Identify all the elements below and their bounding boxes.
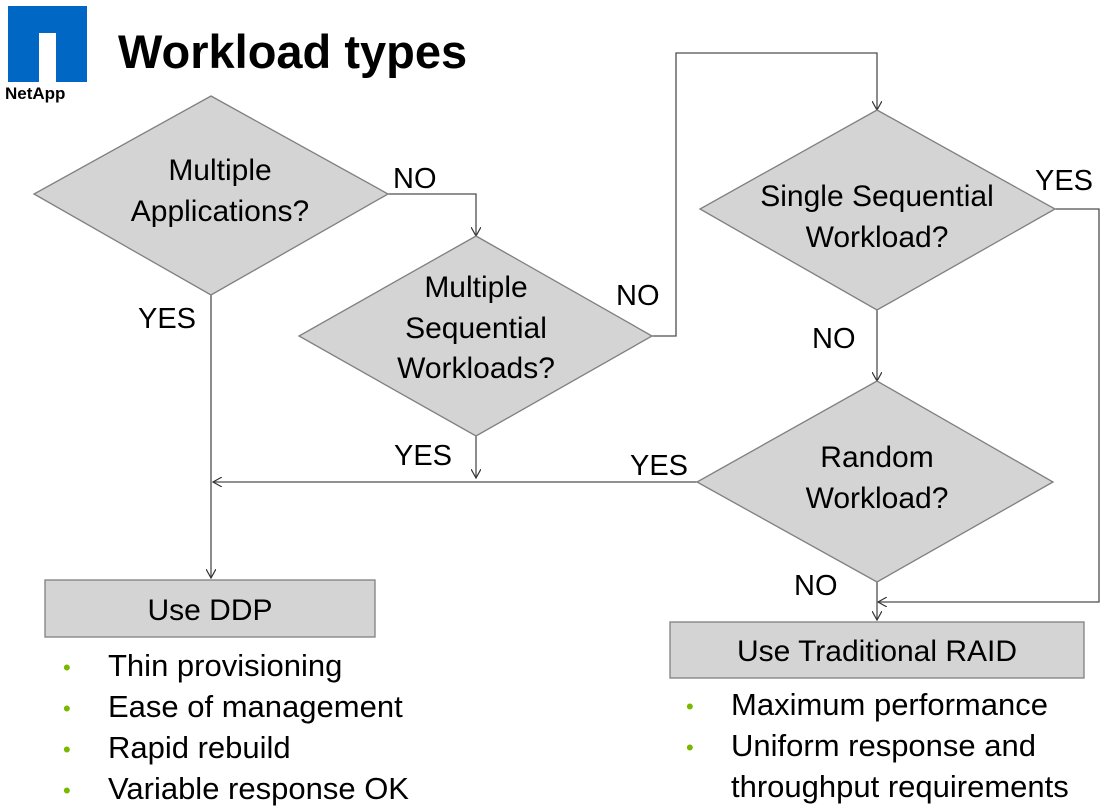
decision-multiple-sequential-line2: Sequential: [405, 312, 547, 345]
outcome-ddp-box: [44, 579, 376, 638]
list-item-continuation: throughput requirements: [731, 766, 1069, 807]
ddp-bullet-list: • Thin provisioning • Ease of management •…: [63, 645, 409, 809]
logo-text: NetApp: [5, 84, 66, 103]
list-item-text: throughput requirements: [731, 769, 1069, 804]
decision-single-sequential: [698, 109, 1057, 311]
decision-multiple-applications: [32, 95, 390, 296]
raid-bullet-list: • Maximum performance • Uniform response a…: [686, 684, 1069, 807]
outcome-raid-label: Use Traditional RAID: [737, 635, 1017, 668]
edge-label-apps-yes: YES: [138, 303, 196, 335]
decision-single-sequential-line2: Workload?: [806, 221, 949, 254]
decision-multiple-sequential-line1: Multiple: [424, 271, 527, 304]
bullet-dot-icon: •: [63, 737, 71, 762]
decision-multiple-applications-line2: Applications?: [131, 195, 309, 228]
list-item-text: Variable response OK: [108, 771, 409, 806]
bullet-dot-icon: •: [686, 694, 694, 719]
edge-apps-no: [388, 193, 476, 236]
decision-multiple-sequential-line3: Workloads?: [397, 352, 555, 385]
list-item: • Thin provisioning: [63, 645, 409, 686]
edge-label-random-no: NO: [794, 570, 838, 602]
decision-multiple-sequential: [297, 235, 654, 437]
edge-label-single-yes: YES: [1035, 165, 1093, 197]
list-item-text: Uniform response and: [731, 728, 1036, 763]
bullet-dot-icon: •: [686, 735, 694, 760]
bullet-dot-icon: •: [63, 655, 71, 680]
edge-multiseq-no: [652, 52, 877, 337]
bullet-dot-icon: •: [63, 696, 71, 721]
decision-random: [695, 380, 1055, 583]
decision-single-sequential-line1: Single Sequential: [760, 180, 994, 213]
decision-multiple-applications-line1: Multiple: [168, 154, 271, 187]
edge-label-single-no: NO: [812, 323, 856, 355]
edge-label-random-yes: YES: [630, 450, 688, 482]
outcome-ddp-label: Use DDP: [147, 594, 272, 627]
list-item: • Ease of management: [63, 686, 409, 727]
netapp-logo: [8, 6, 87, 82]
bullet-dot-icon: •: [63, 778, 71, 803]
list-item-text: Rapid rebuild: [108, 730, 291, 765]
logo-notch: [39, 33, 56, 82]
edge-label-multiseq-yes: YES: [394, 440, 452, 472]
page-title: Workload types: [118, 25, 468, 78]
edge-single-yes: [878, 208, 1100, 602]
list-item: • Rapid rebuild: [63, 727, 409, 768]
list-item-text: Ease of management: [108, 689, 403, 724]
list-item: • Variable response OK: [63, 768, 409, 809]
list-item-text: Maximum performance: [731, 687, 1048, 722]
decision-random-line2: Workload?: [806, 482, 949, 515]
list-item-text: Thin provisioning: [108, 648, 343, 683]
edge-label-apps-no: NO: [393, 163, 437, 195]
list-item: • Uniform response and: [686, 725, 1069, 766]
edge-label-multiseq-no: NO: [616, 280, 660, 312]
list-item: • Maximum performance: [686, 684, 1069, 725]
decision-random-line1: Random: [820, 441, 933, 474]
outcome-raid-box: [669, 621, 1085, 679]
